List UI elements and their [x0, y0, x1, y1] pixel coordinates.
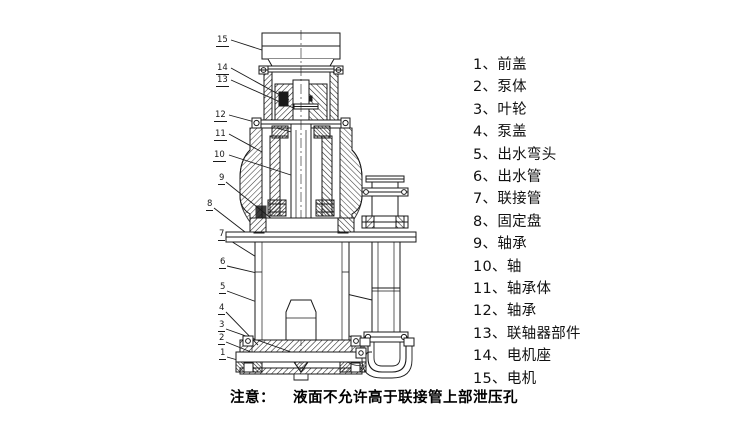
callout-7: 7 — [218, 229, 226, 241]
legend-item-10: 10、轴 — [473, 256, 673, 278]
legend-label-4: 泵盖 — [497, 124, 527, 141]
caption-prefix: 注意： — [230, 390, 275, 406]
callout-11: 11 — [214, 129, 227, 141]
callout-3: 3 — [218, 320, 226, 332]
legend-label-10: 轴 — [506, 258, 522, 275]
legend-number-2: 2、 — [473, 79, 498, 96]
legend-number-4: 4、 — [473, 124, 498, 141]
legend-item-4: 4、泵盖 — [473, 121, 673, 143]
suction-foot — [240, 373, 362, 381]
legend-item-1: 1、前盖 — [473, 54, 673, 76]
legend-number-8: 8、 — [473, 213, 498, 230]
coupling-assembly — [274, 79, 328, 125]
legend-label-8: 固定盘 — [497, 213, 542, 230]
discharge-pipe — [361, 175, 409, 343]
callout-13: 13 — [216, 75, 229, 87]
discharge-elbow — [347, 337, 415, 379]
callout-1: 1 — [219, 348, 227, 360]
shaft-taper — [285, 299, 317, 341]
legend-number-14: 14、 — [473, 348, 507, 365]
callout-4: 4 — [218, 303, 226, 315]
legend-label-11: 轴承体 — [506, 281, 552, 298]
legend-number-1: 1、 — [473, 57, 498, 73]
callout-15: 15 — [216, 35, 229, 47]
callout-10: 10 — [213, 150, 226, 162]
legend-label-13: 联轴器部件 — [506, 325, 581, 342]
figure-caption: 注意： 液面不允许高于联接管上部泄压孔 — [0, 386, 748, 407]
legend-label-6: 出水管 — [497, 169, 542, 186]
legend-item-15: 15、电机 — [473, 368, 673, 390]
legend-label-5: 出水弯头 — [497, 146, 557, 163]
bearing-housing — [239, 127, 363, 223]
legend-label-14: 电机座 — [506, 348, 552, 365]
legend-item-12: 12、轴承 — [473, 300, 673, 322]
legend-label-2: 泵体 — [497, 79, 527, 96]
legend-item-14: 14、电机座 — [473, 345, 673, 367]
callout-9: 9 — [218, 173, 226, 185]
legend-item-6: 6、出水管 — [473, 166, 673, 188]
legend-item-7: 7、联接管 — [473, 188, 673, 210]
legend-label-7: 联接管 — [497, 191, 542, 208]
legend-item-9: 9、轴承 — [473, 233, 673, 255]
legend-number-7: 7、 — [473, 191, 498, 208]
lower-bearing — [255, 199, 335, 219]
legend-number-10: 10、 — [473, 258, 507, 275]
parts-legend: 1、前盖 2、泵体 3、叶轮 4、泵盖 5、出水弯头 6、出水管 7、联接管 8… — [473, 54, 673, 390]
callout-6: 6 — [219, 257, 227, 269]
legend-item-8: 8、固定盘 — [473, 211, 673, 233]
caption-text: 液面不允许高于联接管上部泄压孔 — [293, 390, 518, 406]
legend-label-12: 轴承 — [506, 303, 537, 320]
callout-5: 5 — [219, 282, 227, 294]
legend-item-13: 13、联轴器部件 — [473, 323, 673, 345]
legend-number-9: 9、 — [473, 236, 498, 253]
legend-item-3: 3、叶轮 — [473, 99, 673, 121]
legend-number-3: 3、 — [473, 101, 498, 118]
legend-item-5: 5、出水弯头 — [473, 144, 673, 166]
legend-number-12: 12、 — [473, 303, 507, 320]
legend-number-15: 15、 — [473, 370, 507, 387]
callout-14: 14 — [216, 63, 229, 75]
legend-label-3: 叶轮 — [497, 101, 527, 118]
legend-label-9: 轴承 — [497, 236, 527, 253]
legend-number-11: 11、 — [473, 281, 507, 298]
legend-item-11: 11、轴承体 — [473, 278, 673, 300]
callout-2: 2 — [218, 333, 226, 345]
legend-number-6: 6、 — [473, 169, 498, 186]
callout-8: 8 — [206, 199, 214, 211]
legend-label-15: 电机 — [506, 370, 537, 387]
callout-12: 12 — [214, 110, 227, 122]
legend-number-5: 5、 — [473, 146, 498, 163]
legend-item-2: 2、泵体 — [473, 76, 673, 98]
legend-number-13: 13、 — [473, 325, 507, 342]
legend-label-1: 前盖 — [497, 57, 527, 73]
